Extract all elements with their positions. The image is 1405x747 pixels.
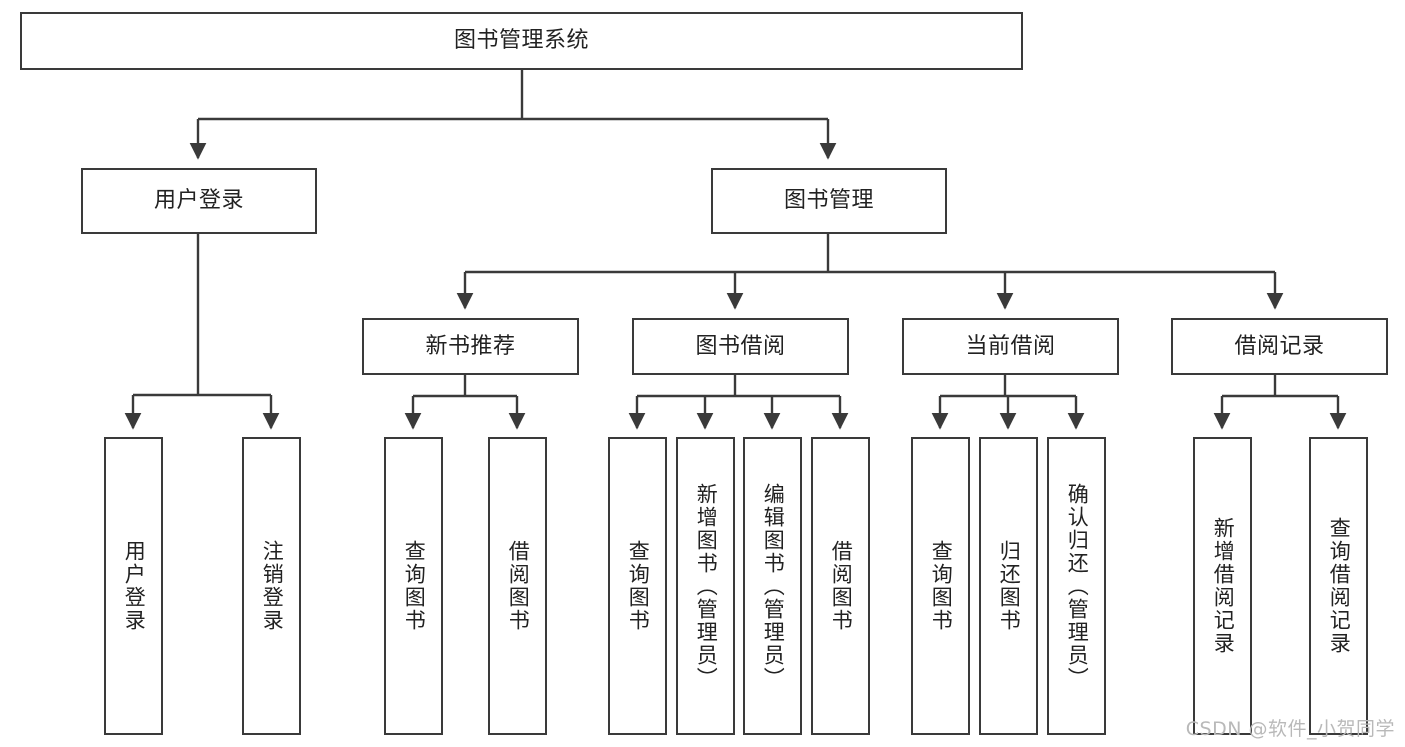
- node-label: 图书管理系统: [453, 28, 589, 54]
- node-label: 新增借阅记录: [1211, 517, 1236, 655]
- node-leaf-borrow-book-2[interactable]: 借阅图书: [811, 437, 870, 735]
- node-leaf-query-book-2[interactable]: 查询图书: [608, 437, 667, 735]
- node-label: 确认归还（管理员）: [1065, 482, 1090, 690]
- node-label: 注销登录: [260, 540, 285, 632]
- node-book-management-system[interactable]: 图书管理系统: [20, 12, 1023, 70]
- node-book-borrow[interactable]: 图书借阅: [632, 318, 849, 375]
- node-book-manage[interactable]: 图书管理: [711, 168, 947, 234]
- node-leaf-edit-book[interactable]: 编辑图书（管理员）: [743, 437, 802, 735]
- node-leaf-add-record[interactable]: 新增借阅记录: [1193, 437, 1252, 735]
- node-leaf-query-record[interactable]: 查询借阅记录: [1309, 437, 1368, 735]
- node-label: 借阅图书: [506, 540, 531, 632]
- node-borrow-record[interactable]: 借阅记录: [1171, 318, 1388, 375]
- node-current-borrow[interactable]: 当前借阅: [902, 318, 1119, 375]
- node-label: 查询图书: [402, 540, 427, 632]
- node-leaf-logout-login[interactable]: 注销登录: [242, 437, 301, 735]
- node-leaf-query-book-3[interactable]: 查询图书: [911, 437, 970, 735]
- node-label: 编辑图书（管理员）: [761, 482, 786, 690]
- node-leaf-confirm-return[interactable]: 确认归还（管理员）: [1047, 437, 1106, 735]
- csdn-watermark: CSDN @软件_小贺同学: [1185, 718, 1395, 740]
- node-label: 新增图书（管理员）: [694, 482, 719, 690]
- node-label: 用户登录: [122, 540, 147, 632]
- node-label: 用户登录: [153, 188, 244, 214]
- node-label: 归还图书: [997, 540, 1022, 632]
- node-label: 新书推荐: [425, 333, 516, 359]
- node-leaf-query-book-1[interactable]: 查询图书: [384, 437, 443, 735]
- node-leaf-borrow-book-1[interactable]: 借阅图书: [488, 437, 547, 735]
- node-label: 图书借阅: [695, 333, 786, 359]
- node-label: 图书管理: [783, 188, 874, 214]
- node-label: 借阅记录: [1234, 333, 1325, 359]
- node-label: 借阅图书: [829, 540, 854, 632]
- node-user-login[interactable]: 用户登录: [81, 168, 317, 234]
- node-leaf-user-login[interactable]: 用户登录: [104, 437, 163, 735]
- node-label: 当前借阅: [965, 333, 1056, 359]
- node-new-book-recommend[interactable]: 新书推荐: [362, 318, 579, 375]
- node-label: 查询图书: [626, 540, 651, 632]
- node-leaf-return-book[interactable]: 归还图书: [979, 437, 1038, 735]
- node-leaf-add-book[interactable]: 新增图书（管理员）: [676, 437, 735, 735]
- node-label: 查询借阅记录: [1327, 517, 1352, 655]
- node-label: 查询图书: [929, 540, 954, 632]
